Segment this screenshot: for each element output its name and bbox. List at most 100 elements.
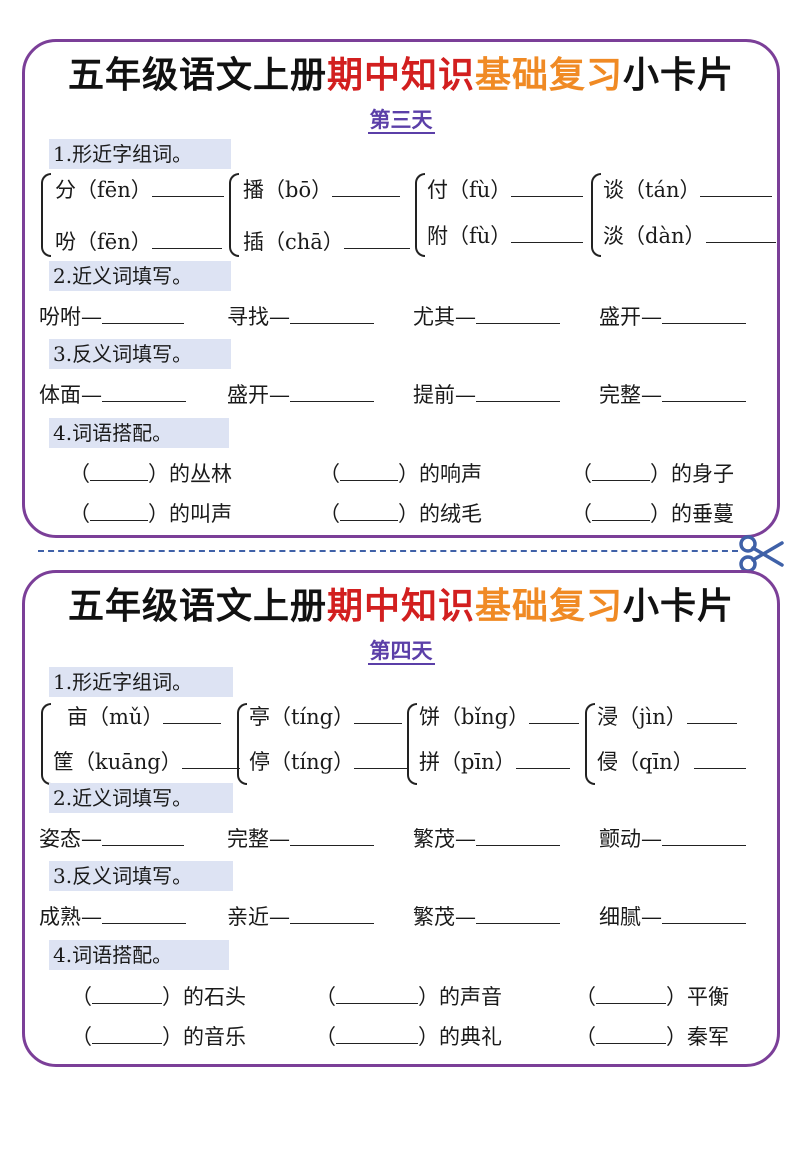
answer-blank[interactable] [515, 748, 570, 769]
answer-blank[interactable] [662, 825, 746, 846]
antonym-item: 盛开— [227, 381, 374, 409]
answer-blank[interactable] [592, 500, 650, 521]
synonym-item: 完整— [227, 825, 374, 853]
answer-blank[interactable] [354, 703, 403, 724]
answer-blank[interactable] [705, 222, 776, 243]
match-item: （）的音乐 [71, 1023, 246, 1049]
match-item: （）的声音 [315, 983, 502, 1009]
day-label: 第三天 [367, 108, 435, 134]
synonym-item: 繁茂— [413, 825, 560, 853]
title-part1: 五年级语文上册 [67, 586, 327, 627]
section-heading-word-matching: 4.词语搭配。 [49, 940, 229, 970]
answer-blank[interactable] [340, 500, 398, 521]
pair-bottom: 插（chā） [243, 228, 410, 256]
answer-blank[interactable] [181, 748, 240, 769]
section-heading-synonyms: 2.近义词填写。 [49, 783, 233, 813]
brace [407, 703, 417, 785]
pair-top: 浸（jìn） [597, 703, 737, 731]
brace [237, 703, 247, 785]
title-part3: 基础复习 [475, 586, 624, 627]
answer-blank[interactable] [290, 903, 374, 924]
answer-blank[interactable] [340, 460, 398, 481]
antonym-item: 完整— [599, 381, 746, 409]
day-label: 第四天 [367, 639, 435, 665]
pair-top: 谈（tán） [603, 176, 773, 204]
antonym-item: 体面— [39, 381, 186, 409]
section-heading-antonyms: 3.反义词填写。 [49, 339, 231, 369]
answer-blank[interactable] [102, 381, 186, 402]
answer-blank[interactable] [476, 381, 560, 402]
synonym-item: 姿态— [39, 825, 184, 853]
answer-blank[interactable] [662, 381, 746, 402]
antonym-item: 成熟— [39, 903, 186, 931]
answer-blank[interactable] [290, 303, 374, 324]
answer-blank[interactable] [90, 460, 148, 481]
pair-top: 亭（tíng） [249, 703, 403, 731]
answer-blank[interactable] [700, 176, 773, 197]
pair-top: 播（bō） [243, 176, 401, 204]
pair-top: 亩（mǔ） [67, 703, 222, 731]
pair-top: 分（fēn） [55, 176, 224, 204]
answer-blank[interactable] [596, 983, 666, 1004]
answer-blank[interactable] [290, 825, 374, 846]
answer-blank[interactable] [511, 176, 584, 197]
answer-blank[interactable] [596, 1023, 666, 1044]
answer-blank[interactable] [336, 1023, 418, 1044]
answer-blank[interactable] [102, 903, 186, 924]
match-item: （）秦军 [575, 1023, 729, 1049]
card-title: 五年级语文上册期中知识基础复习小卡片 [25, 54, 777, 98]
match-item: （）平衡 [575, 983, 729, 1009]
cut-line [38, 550, 738, 552]
antonym-item: 亲近— [227, 903, 374, 931]
answer-blank[interactable] [476, 825, 560, 846]
card-title: 五年级语文上册期中知识基础复习小卡片 [25, 585, 777, 629]
answer-blank[interactable] [290, 381, 374, 402]
answer-blank[interactable] [686, 703, 737, 724]
title-part4: 小卡片 [623, 586, 735, 627]
answer-blank[interactable] [693, 748, 746, 769]
answer-blank[interactable] [163, 703, 222, 724]
brace [41, 703, 51, 785]
answer-blank[interactable] [476, 303, 560, 324]
answer-blank[interactable] [592, 460, 650, 481]
answer-blank[interactable] [662, 303, 746, 324]
section-heading-word-matching: 4.词语搭配。 [49, 418, 229, 448]
match-item: （）的身子 [571, 460, 734, 486]
answer-blank[interactable] [92, 1023, 162, 1044]
match-item: （）的典礼 [315, 1023, 502, 1049]
antonym-item: 繁茂— [413, 903, 560, 931]
answer-blank[interactable] [354, 748, 409, 769]
answer-blank[interactable] [343, 228, 410, 249]
answer-blank[interactable] [529, 703, 580, 724]
pair-bottom: 侵（qīn） [597, 748, 746, 776]
answer-blank[interactable] [662, 903, 746, 924]
review-card-day3: 五年级语文上册期中知识基础复习小卡片 第三天 1.形近字组词。 分（fēn） 吩… [22, 39, 780, 538]
pair-bottom: 淡（dàn） [603, 222, 776, 250]
answer-blank[interactable] [92, 983, 162, 1004]
title-part3: 基础复习 [475, 55, 624, 96]
pair-bottom: 附（fù） [427, 222, 584, 250]
synonym-item: 尤其— [413, 303, 560, 331]
section-heading-similar-chars: 1.形近字组词。 [49, 139, 231, 169]
answer-blank[interactable] [511, 222, 584, 243]
answer-blank[interactable] [90, 500, 148, 521]
synonym-item: 盛开— [599, 303, 746, 331]
section-heading-antonyms: 3.反义词填写。 [49, 861, 233, 891]
title-part4: 小卡片 [623, 55, 735, 96]
brace [41, 173, 51, 257]
answer-blank[interactable] [151, 228, 222, 249]
brace [591, 173, 601, 257]
synonym-item: 寻找— [227, 303, 374, 331]
review-card-day4: 五年级语文上册期中知识基础复习小卡片 第四天 1.形近字组词。 亩（mǔ） 筐（… [22, 570, 780, 1067]
answer-blank[interactable] [476, 903, 560, 924]
antonym-item: 细腻— [599, 903, 746, 931]
answer-blank[interactable] [151, 176, 224, 197]
answer-blank[interactable] [102, 303, 184, 324]
brace [229, 173, 239, 257]
answer-blank[interactable] [336, 983, 418, 1004]
pair-top: 饼（bǐng） [419, 703, 580, 731]
pair-bottom: 筐（kuāng） [53, 748, 240, 776]
synonym-item: 颤动— [599, 825, 746, 853]
answer-blank[interactable] [332, 176, 401, 197]
answer-blank[interactable] [102, 825, 184, 846]
